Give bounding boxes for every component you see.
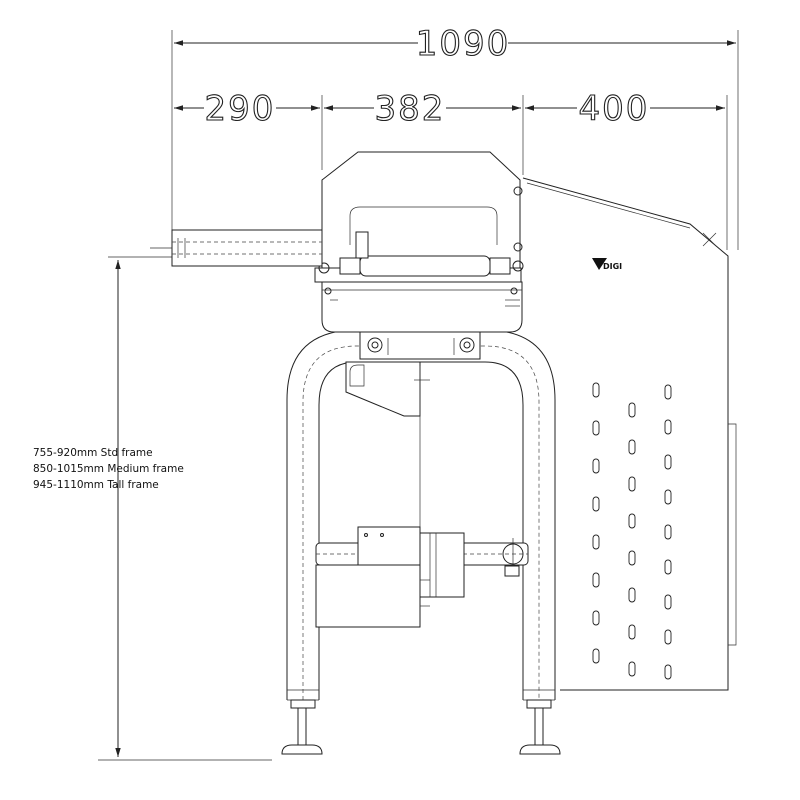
height-note-medium: 850-1015mm Medium frame [33, 463, 184, 475]
vent-slot [592, 610, 600, 626]
vent-slot [664, 524, 672, 540]
segment-middle-label: 382 [375, 89, 446, 129]
height-notes: 755-920mm Std frame 850-1015mm Medium fr… [33, 447, 184, 491]
vent-slot [664, 664, 672, 680]
vent-slot [664, 384, 672, 400]
vent-slots [592, 382, 672, 680]
vent-slot [664, 489, 672, 505]
vent-slot [628, 513, 636, 529]
vent-slot [628, 550, 636, 566]
vent-slot [628, 624, 636, 640]
height-note-tall: 945-1110mm Tall frame [33, 479, 159, 491]
brand-logo: DIGI [592, 258, 622, 271]
vent-slot [592, 420, 600, 436]
vent-slot [664, 594, 672, 610]
vent-slot [592, 648, 600, 664]
vent-slot [628, 402, 636, 418]
stand-frame [286, 329, 556, 701]
vent-slot [628, 439, 636, 455]
vent-slot [628, 587, 636, 603]
mounting-bracket [359, 331, 481, 360]
vent-slot [592, 496, 600, 512]
slicer-body-panel [522, 177, 737, 691]
vent-slot [628, 661, 636, 677]
extension-arm [150, 229, 323, 267]
vent-slot [664, 559, 672, 575]
segment-right-label: 400 [579, 89, 650, 129]
motor-block [315, 526, 465, 628]
leveling-foot-left [281, 699, 323, 755]
vent-slot [628, 476, 636, 492]
vent-slot [664, 454, 672, 470]
brand-text: DIGI [603, 262, 622, 271]
vent-slot [664, 629, 672, 645]
vent-slot [664, 419, 672, 435]
vent-slot [592, 534, 600, 550]
segment-left-label: 290 [205, 89, 276, 129]
scale-head [314, 151, 524, 333]
vent-slot [592, 572, 600, 588]
leveling-foot-right [519, 699, 561, 755]
vent-slot [592, 382, 600, 398]
vent-slot [592, 458, 600, 474]
overall-width-label: 1090 [416, 24, 511, 64]
height-note-std: 755-920mm Std frame [33, 447, 153, 459]
